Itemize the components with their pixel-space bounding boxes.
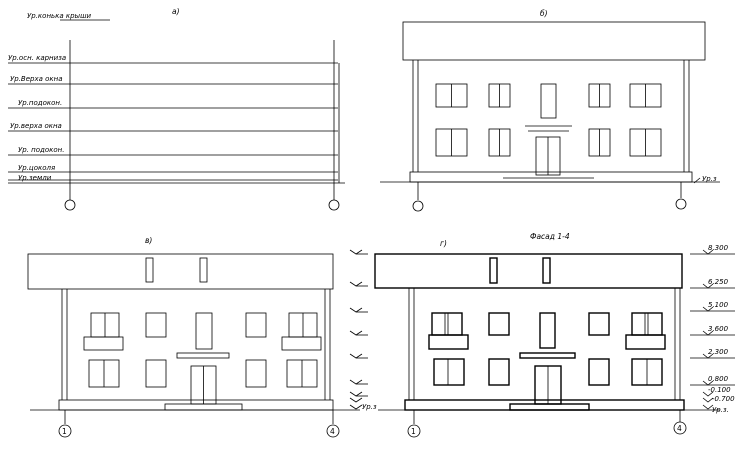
panel-g-labels: 1 4 8.300 6.250 5.100 3.600 2.300 0.800 … xyxy=(411,244,735,436)
axis-label-1: 1 xyxy=(411,427,416,436)
elevation-mark: 5.100 xyxy=(708,301,729,309)
panel-b-title: б) xyxy=(540,9,548,18)
plinth xyxy=(58,399,334,411)
vent-shaft xyxy=(489,257,498,284)
panel-g-title: г) xyxy=(440,239,447,248)
axis-bubble xyxy=(328,199,340,211)
plinth xyxy=(404,399,685,411)
axis-bubble xyxy=(58,424,72,438)
panel-a-title: а) xyxy=(172,7,180,16)
elevation-mark: -0.100 xyxy=(708,386,731,394)
level-label: Ур. подокон. xyxy=(18,146,64,154)
stair-window xyxy=(195,312,213,350)
level-label: Ур.земли xyxy=(18,174,52,182)
elevation-mark: -0.700 xyxy=(712,395,735,403)
entrance-steps xyxy=(164,403,243,411)
window xyxy=(433,358,465,386)
window xyxy=(488,358,510,386)
window xyxy=(145,359,167,388)
panel-a: а) xyxy=(8,7,345,211)
balcony xyxy=(428,334,469,350)
axis-label-4: 4 xyxy=(677,424,682,433)
elevation-mark: 8.300 xyxy=(708,244,729,252)
elevation-mark: Ур.з. xyxy=(712,406,729,414)
window xyxy=(588,358,610,386)
panel-v: в) xyxy=(27,236,368,438)
axis-label-4: 4 xyxy=(330,427,335,436)
ground-level-label: Ур.з xyxy=(362,403,377,411)
vent-shaft xyxy=(199,257,208,283)
level-label: Ур.цоколя xyxy=(18,164,55,172)
panel-v-title: в) xyxy=(145,236,152,245)
elevation-mark: 3.600 xyxy=(708,325,729,333)
roof xyxy=(402,21,706,61)
balcony xyxy=(281,336,322,351)
panel-g: г) Фасад 1-4 xyxy=(374,232,735,438)
panel-v-labels: 1 4 Ур.з xyxy=(62,403,377,436)
panel-b: б) Ур.з xyxy=(380,9,720,212)
balcony xyxy=(625,334,666,350)
stair-window xyxy=(539,312,556,349)
elevation-mark: 2.300 xyxy=(708,348,729,356)
roof xyxy=(374,253,683,289)
roof xyxy=(27,253,334,290)
window xyxy=(631,312,663,336)
level-label: Ур.верха окна xyxy=(10,122,62,130)
canopy xyxy=(519,352,576,359)
axis-bubble xyxy=(407,424,421,438)
window xyxy=(431,312,463,336)
level-label: Ур.подокон. xyxy=(18,99,62,107)
balcony xyxy=(83,336,124,351)
canopy xyxy=(176,352,230,359)
level-label: Ур.Верха окна xyxy=(10,75,63,83)
window xyxy=(588,312,610,336)
entrance-steps xyxy=(509,403,590,411)
axis-bubble xyxy=(64,199,76,211)
axis-bubble xyxy=(675,198,687,210)
axis-bubble xyxy=(673,421,687,435)
elevation-mark: 6.250 xyxy=(708,278,729,286)
plinth xyxy=(409,171,693,183)
window xyxy=(145,312,167,338)
panel-a-level-labels: Ур.конька крыши Ур.осн. карниза Ур.Верха… xyxy=(8,12,91,182)
axis-bubble xyxy=(412,200,424,212)
window xyxy=(245,312,267,338)
axis-label-1: 1 xyxy=(62,427,67,436)
vent-shaft xyxy=(542,257,551,284)
elevation-mark: 0.800 xyxy=(708,375,729,383)
level-label: Ур.осн. карниза xyxy=(8,54,66,62)
axis-bubble xyxy=(326,424,340,438)
window xyxy=(488,312,510,336)
level-label: Ур.конька крыши xyxy=(27,12,91,20)
vent-shaft xyxy=(145,257,154,283)
window xyxy=(245,359,267,388)
stair-window xyxy=(540,83,557,119)
ground-level-label: Ур.з xyxy=(702,175,717,183)
facade-title: Фасад 1-4 xyxy=(530,232,570,241)
